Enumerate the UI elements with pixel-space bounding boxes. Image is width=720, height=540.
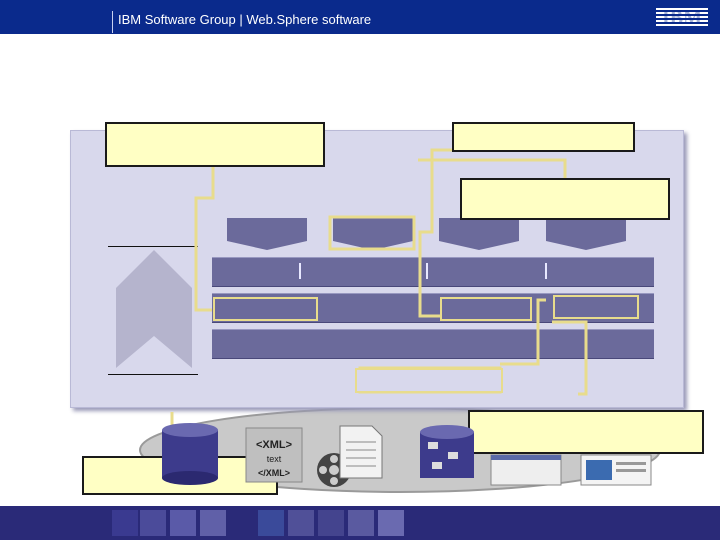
callout-box-top-left	[105, 122, 325, 167]
footer-tile-8	[348, 510, 374, 536]
footer-tile-4	[200, 510, 226, 536]
application-window-icon	[490, 454, 562, 486]
callout-box-top-right	[452, 122, 635, 152]
footer-tile-3	[170, 510, 196, 536]
header-separator	[112, 11, 113, 33]
footer-tile-1	[112, 510, 138, 536]
document-icon	[339, 425, 383, 479]
header-title: IBM Software Group | Web.Sphere software	[118, 12, 372, 27]
xml-document-icon: <XML> text </XML>	[245, 427, 303, 483]
footer-tile-6	[288, 510, 314, 536]
footer-tile-7	[318, 510, 344, 536]
footer-tile-5	[258, 510, 284, 536]
up-chevron-arrow	[116, 250, 192, 368]
footer-image-strip	[0, 506, 720, 540]
footer-tile-2	[140, 510, 166, 536]
svg-text:</XML>: </XML>	[258, 468, 290, 478]
svg-text:<XML>: <XML>	[256, 439, 292, 451]
workflow-database-icon	[420, 425, 474, 478]
bar-tick-3	[545, 263, 547, 279]
ibm-logo-text: IBM	[662, 7, 702, 28]
lower-divider-line	[108, 374, 198, 375]
component-slot-2	[440, 297, 532, 321]
component-slot-1	[213, 297, 318, 321]
ibm-logo: IBM	[656, 7, 708, 28]
upper-divider-line	[108, 246, 198, 247]
callout-box-bottom-right	[468, 410, 704, 454]
callout-box-right	[460, 178, 670, 220]
database-icon	[162, 423, 218, 485]
svg-text:text: text	[267, 454, 282, 464]
header-bar	[0, 0, 720, 34]
footer-tile-9	[378, 510, 404, 536]
component-slot-3	[553, 295, 639, 319]
web-page-icon	[580, 454, 652, 486]
layer-bar-bottom	[212, 329, 654, 359]
bar-tick-1	[299, 263, 301, 279]
component-slot-4	[355, 368, 503, 393]
bar-tick-2	[426, 263, 428, 279]
layer-bar-top	[212, 257, 654, 287]
